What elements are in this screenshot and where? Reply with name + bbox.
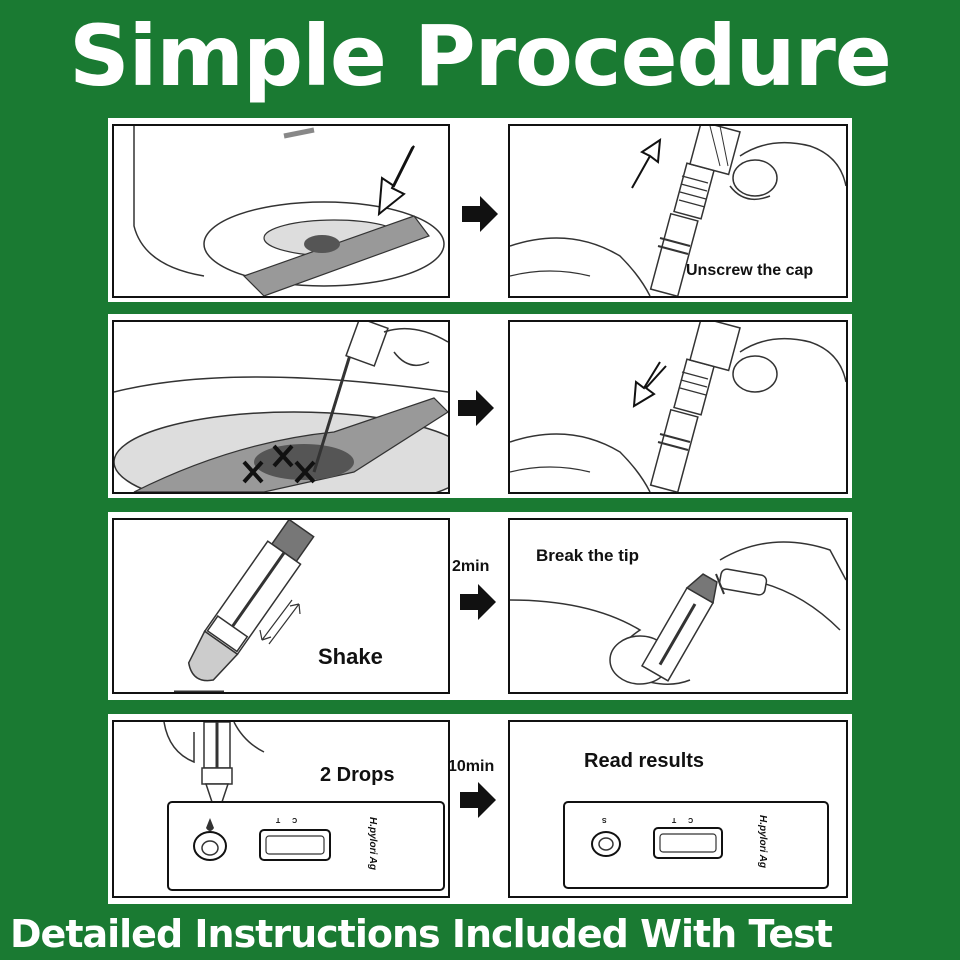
- cassette-c-mark: C: [292, 816, 298, 823]
- panel-insert-stick: [508, 320, 848, 494]
- add-drops-illustration: [163, 722, 445, 891]
- insert-stick-illustration: [510, 322, 846, 492]
- down-arrow-icon: [377, 145, 415, 217]
- panel-shake: Shake: [112, 518, 450, 694]
- panel-read-results: S T C H.pylori Ag Read results: [508, 720, 848, 898]
- page-title: Simple Procedure: [69, 7, 892, 105]
- step-label-shake: Shake: [318, 644, 383, 669]
- cassette-product-label: H.pylori Ag: [756, 815, 768, 868]
- next-arrow-icon: [460, 584, 496, 620]
- cassette-t-mark: T: [276, 816, 281, 823]
- panel-sample-stool: [112, 320, 450, 494]
- cassette-product-label: H.pylori Ag: [366, 817, 378, 870]
- step-label-read-results: Read results: [584, 750, 705, 772]
- step-label-unscrew: Unscrew the cap: [686, 262, 814, 279]
- panel-break-tip: Break the tip: [508, 518, 848, 694]
- step-row-3: Shake 2min Break the tip: [108, 512, 852, 700]
- panel-add-drops: T C H.pylori Ag 2 Drops: [112, 720, 450, 898]
- next-arrow-icon: [460, 782, 496, 818]
- panel-unscrew-cap: Unscrew the cap: [508, 124, 848, 298]
- step-row-4: T C H.pylori Ag 2 Drops 10min S T C H.py…: [108, 714, 852, 904]
- cassette-t-mark: T: [672, 816, 677, 823]
- shake-tube-illustration: [174, 520, 315, 692]
- down-arrow-icon: [632, 361, 667, 408]
- up-arrow-icon: [631, 138, 662, 189]
- step-label-two-drops: 2 Drops: [320, 764, 395, 786]
- sampling-illustration: [114, 322, 448, 492]
- timer-label-2min: 2min: [452, 558, 490, 575]
- cassette-s-mark: S: [602, 816, 607, 823]
- panel-collect-stool: [112, 124, 450, 298]
- footer-note: Detailed Instructions Included With Test: [10, 912, 833, 956]
- unscrew-cap-illustration: [510, 126, 846, 296]
- sample-point-x-icon: [242, 444, 316, 484]
- toilet-collection-illustration: [133, 126, 445, 296]
- step-label-break-tip: Break the tip: [536, 546, 639, 565]
- break-tip-illustration: [510, 541, 846, 685]
- step-row-1: Unscrew the cap: [108, 118, 852, 302]
- timer-label-10min: 10min: [448, 758, 495, 775]
- next-arrow-icon: [458, 390, 494, 426]
- cassette-c-mark: C: [688, 816, 694, 823]
- step-row-2: [108, 314, 852, 498]
- next-arrow-icon: [462, 196, 498, 232]
- read-results-illustration: [563, 801, 829, 889]
